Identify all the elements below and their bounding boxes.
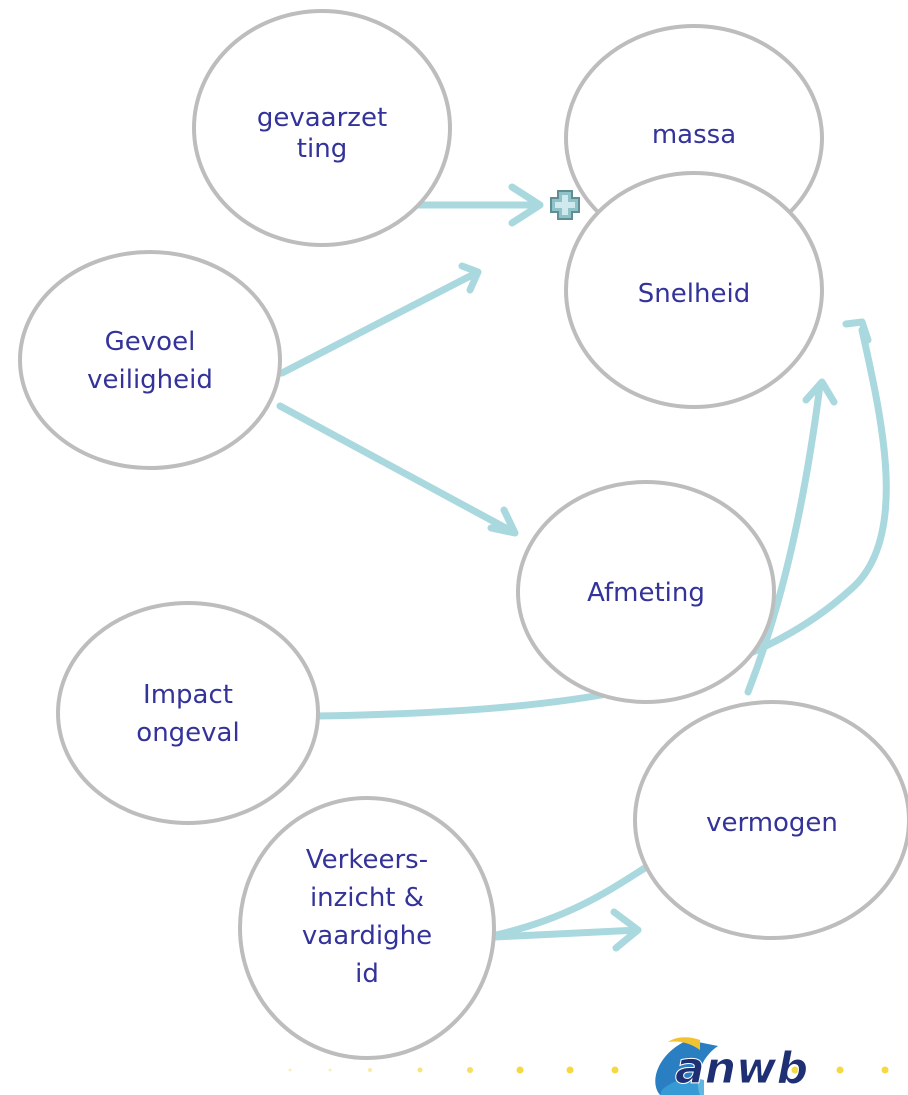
arrow-vermogen-to-snelheid — [744, 378, 838, 696]
arrow-gevaarzetting-to-massa — [408, 183, 544, 227]
node-impact-ongeval: Impact ongeval — [56, 601, 320, 825]
node-gevaarzetting-line-1: gevaarzet — [257, 103, 387, 133]
node-vermogen-ellipse — [633, 700, 908, 940]
footer-dots — [288, 1066, 889, 1074]
node-verkeersinzicht-line-3: vaardighe — [302, 921, 432, 951]
node-afmeting-ellipse — [516, 480, 776, 704]
node-gevoel-veiligheid-line-2: veiligheid — [87, 365, 213, 395]
anwb-logo-text: anwb — [675, 1043, 808, 1094]
node-gevaarzetting-ellipse — [192, 9, 452, 247]
arrow-verkeersinzicht-curve — [492, 862, 652, 939]
arrow-impact-to-snelheid — [312, 318, 890, 720]
node-snelheid-ellipse — [564, 171, 824, 409]
node-verkeersinzicht-line-1: Verkeers- — [306, 845, 428, 875]
node-afmeting-label: Afmeting — [587, 578, 705, 608]
arrow-verkeersinzicht-to-vermogen — [490, 908, 642, 952]
node-gevoel-veiligheid-ellipse — [18, 250, 282, 470]
node-verkeersinzicht-line-4: id — [355, 959, 379, 989]
node-gevaarzetting-line-2: ting — [297, 134, 347, 164]
arrow-gevoel-to-snelheid — [278, 262, 482, 377]
connectors — [276, 183, 890, 952]
node-afmeting: Afmeting — [516, 480, 776, 704]
node-gevaarzetting: gevaarzet ting — [192, 9, 452, 247]
node-impact-ongeval-line-2: ongeval — [136, 718, 239, 748]
arrow-gevoel-to-afmeting — [276, 402, 519, 537]
node-massa-label: massa — [652, 120, 736, 150]
node-snelheid: Snelheid — [564, 171, 824, 409]
node-gevoel-veiligheid: Gevoel veiligheid — [18, 250, 282, 470]
node-impact-ongeval-line-1: Impact — [143, 680, 233, 710]
anwb-logo: anwb — [655, 1037, 809, 1095]
node-vermogen: vermogen — [633, 700, 908, 940]
node-verkeersinzicht: Verkeers- inzicht & vaardighe id — [238, 796, 496, 1060]
plus-icon — [550, 190, 580, 220]
node-gevoel-veiligheid-line-1: Gevoel — [105, 327, 196, 357]
node-impact-ongeval-ellipse — [56, 601, 320, 825]
node-verkeersinzicht-ellipse — [238, 796, 496, 1060]
node-snelheid-label: Snelheid — [638, 279, 750, 309]
node-vermogen-label: vermogen — [706, 808, 838, 838]
node-verkeersinzicht-line-2: inzicht & — [310, 883, 424, 913]
